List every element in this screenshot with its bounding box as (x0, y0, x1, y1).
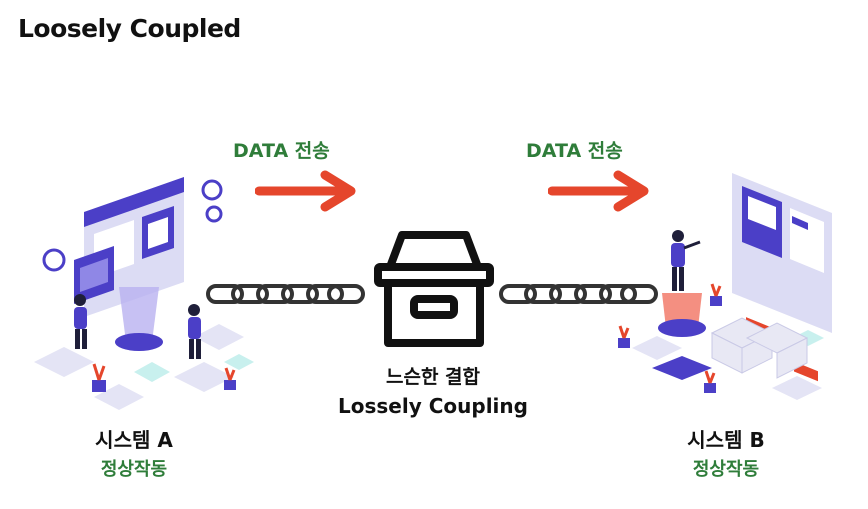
system-a-name: 시스템 A (95, 428, 173, 452)
system-b-status: 정상작동 (692, 459, 760, 480)
center-label-english: Lossely Coupling (338, 394, 528, 418)
system-b-illustration (618, 173, 832, 400)
center-label-korean: 느슨한 결합 (385, 366, 480, 388)
system-a-illustration (34, 177, 254, 410)
storage-box-icon (374, 231, 494, 347)
transfer-label-left: DATA 전송 (233, 140, 330, 162)
chain-icon (499, 284, 658, 304)
page-title: Loosely Coupled (18, 14, 241, 43)
system-a-status: 정상작동 (100, 459, 168, 480)
right-arrow-icon (548, 170, 649, 212)
chain-icon (206, 284, 365, 304)
transfer-label-right: DATA 전송 (526, 140, 623, 162)
system-b-name: 시스템 B (687, 428, 765, 452)
right-arrow-icon (255, 170, 356, 212)
